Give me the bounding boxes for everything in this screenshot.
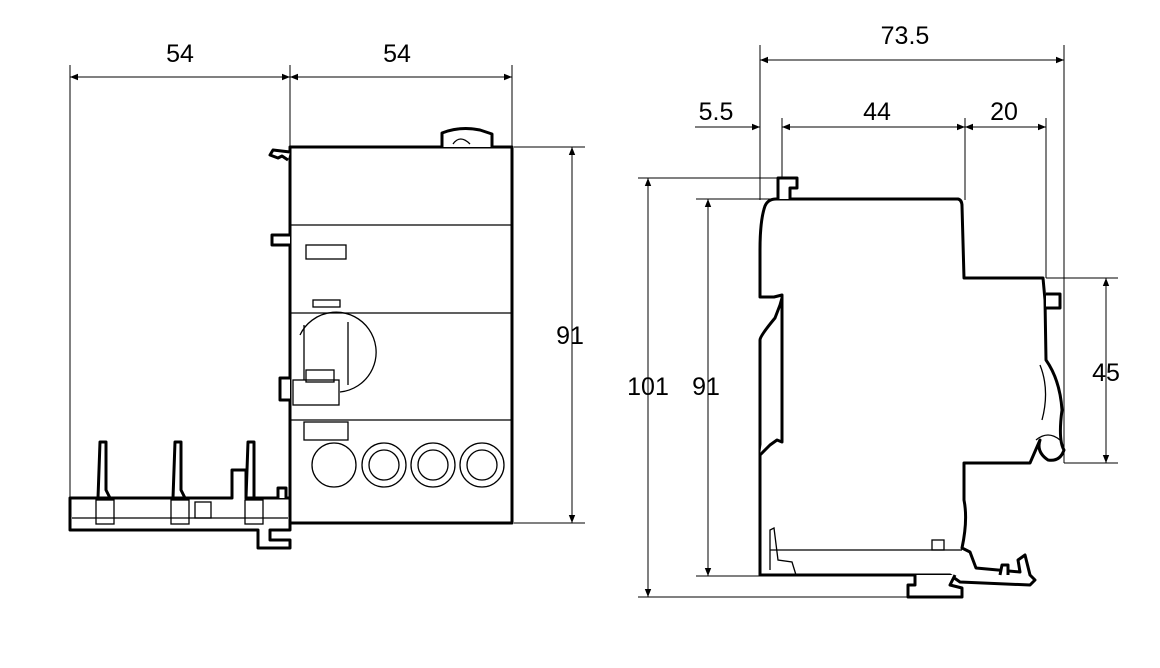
dim-label-total-depth: 73.5 [881,22,930,50]
dim-label-height: 91 [556,322,584,350]
rail-clip-bottom [906,574,964,599]
device-body [288,145,514,525]
dim-label-width-left: 54 [166,40,194,68]
dim-label-front-depth: 20 [990,98,1018,126]
dim-label-body-height: 91 [692,373,720,401]
indicator-window [305,244,347,260]
test-button [305,369,335,383]
rail-hook-top [776,176,799,199]
side-view: 73.5 5.5 44 20 101 91 45 [627,22,1120,599]
front-view: 54 54 91 [68,40,585,550]
terminal-hole [311,442,357,488]
dim-label-width-right: 54 [383,40,411,68]
dim-label-clip-offset: 5.5 [699,98,734,126]
busbar-base [68,468,292,550]
device-side-outline [758,197,1066,587]
dim-label-total-height: 101 [627,373,669,401]
dim-label-body-depth: 44 [863,98,891,126]
dim-label-front-height: 45 [1092,359,1120,387]
